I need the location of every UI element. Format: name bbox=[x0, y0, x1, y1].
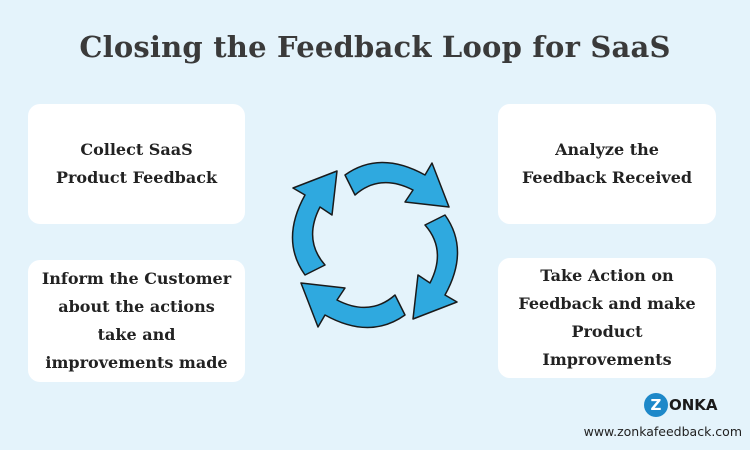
step-action-card: Take Action on Feedback and make Product… bbox=[498, 258, 716, 378]
step-analyze-card: Analyze the Feedback Received bbox=[498, 104, 716, 224]
step-action-label: Take Action on Feedback and make Product… bbox=[518, 266, 696, 369]
step-collect-label: Collect SaaS Product Feedback bbox=[55, 140, 218, 187]
cycle-arrow-icon bbox=[291, 170, 338, 276]
page-title: Closing the Feedback Loop for SaaS bbox=[79, 30, 671, 64]
step-inform-label: Inform the Customer about the actions ta… bbox=[41, 269, 232, 372]
cycle-arrow-icon bbox=[344, 161, 450, 208]
logo-mark: Z bbox=[644, 393, 668, 417]
logo-wordmark: ONKA bbox=[669, 396, 718, 414]
zonka-logo: Z ONKA bbox=[644, 392, 718, 418]
step-analyze-label: Analyze the Feedback Received bbox=[521, 140, 693, 187]
cycle-arrows bbox=[291, 161, 459, 329]
cycle-arrow-icon bbox=[412, 214, 459, 320]
step-inform-card: Inform the Customer about the actions ta… bbox=[28, 260, 245, 382]
cycle-arrow-icon bbox=[300, 282, 406, 329]
website-url: www.zonkafeedback.com bbox=[583, 424, 742, 439]
step-collect-card: Collect SaaS Product Feedback bbox=[28, 104, 245, 224]
